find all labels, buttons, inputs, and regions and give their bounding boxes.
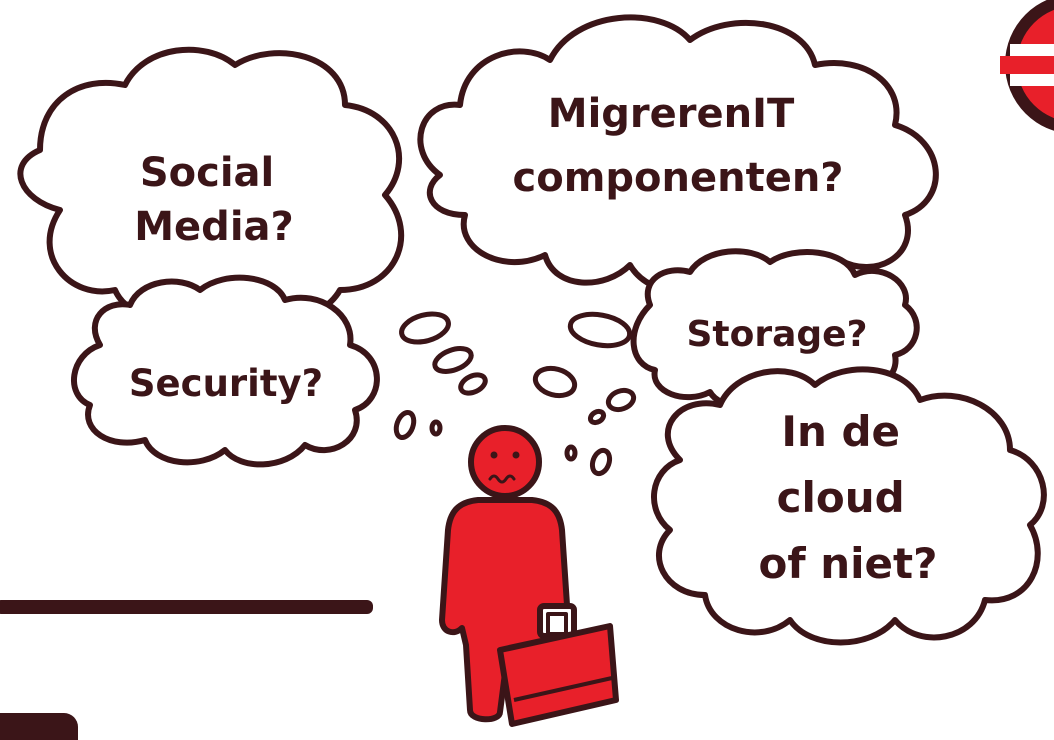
cloud-in-de-cloud: [651, 366, 1047, 646]
thought-dots: [393, 311, 637, 477]
migreren-label: MigrerenIT componenten?: [513, 91, 844, 201]
thought-dot: [429, 419, 443, 437]
thought-dot: [587, 408, 607, 426]
social-media-line: Social: [140, 150, 274, 196]
thought-dot: [589, 447, 613, 477]
briefcase-icon: [497, 603, 619, 727]
cloud-storage: [630, 248, 920, 410]
storage-label: Storage?: [687, 314, 868, 355]
decorative-block: [0, 713, 78, 740]
thought-dot: [432, 346, 474, 374]
decorative-bar: [0, 600, 373, 614]
social-media-label: Social Media?: [134, 150, 293, 250]
thought-dot: [532, 365, 578, 399]
thought-dot: [458, 372, 488, 396]
worried-face: [488, 451, 520, 484]
thought-dot: [399, 311, 451, 345]
in-de-cloud-line: of niet?: [759, 539, 938, 588]
cloud-migreren: [417, 14, 939, 295]
thought-dot: [564, 444, 578, 462]
thought-dot: [393, 409, 417, 441]
thought-dot: [605, 387, 637, 413]
security-label: Security?: [129, 362, 323, 405]
migreren-line: MigrerenIT: [548, 91, 795, 137]
social-media-line: Media?: [134, 204, 293, 250]
in-de-cloud-line: cloud: [777, 473, 905, 522]
thought-dot: [567, 311, 633, 349]
in-de-cloud-label: In de cloud of niet?: [759, 407, 938, 588]
cloud-security: [71, 274, 380, 468]
migreren-line: componenten?: [513, 155, 844, 201]
logo-icon: [1000, 0, 1054, 131]
in-de-cloud-line: In de: [781, 407, 900, 456]
